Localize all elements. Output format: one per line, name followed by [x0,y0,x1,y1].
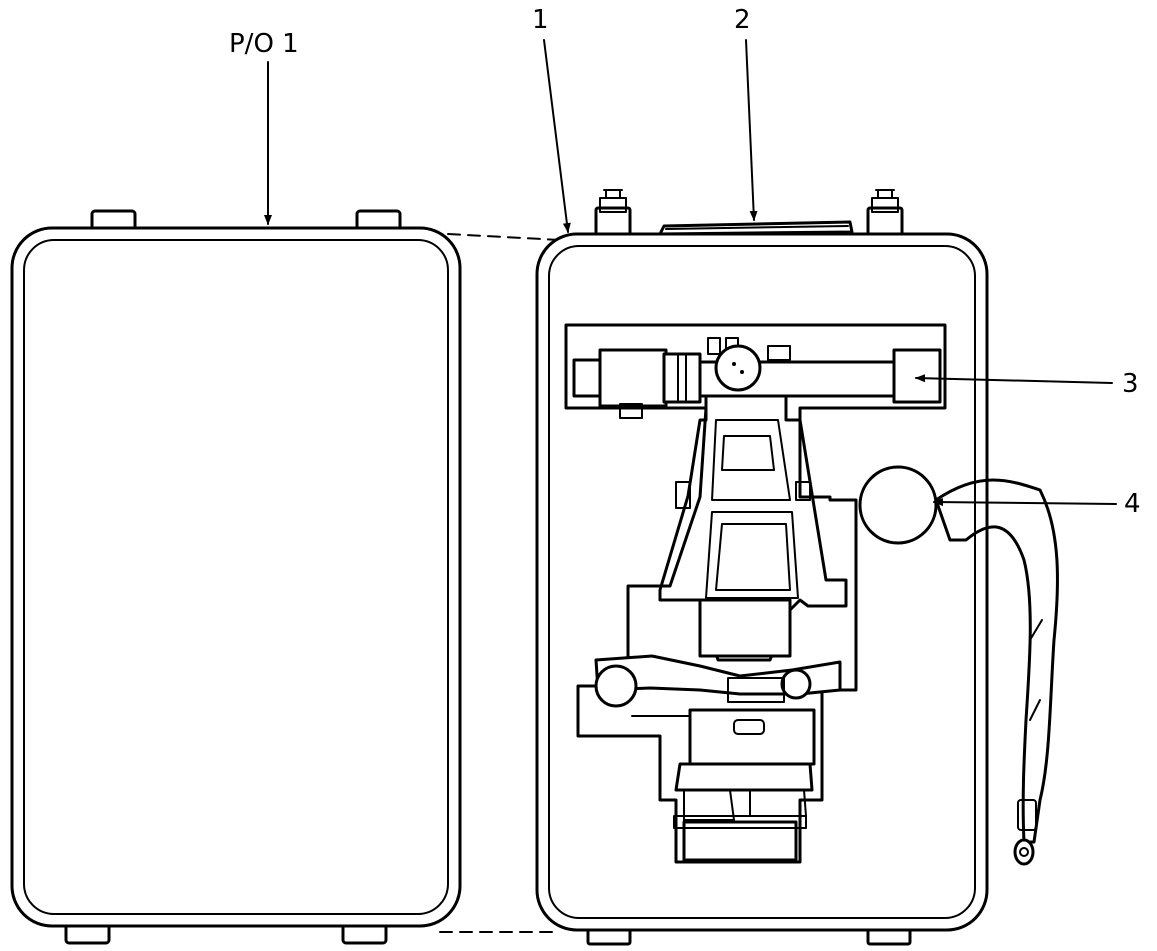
instrument-base [688,708,816,766]
callout-label-cap: 4 [1124,489,1141,519]
case-handle-strap [658,220,854,236]
surveying-instrument [572,337,942,862]
callout-cap: 4 [933,489,1141,519]
callout-label-lid: P/O 1 [229,29,299,59]
hinge-guide-lines [439,233,561,933]
telescope-objective [892,348,942,404]
callout-label-case: 1 [532,5,549,35]
callout-instrument: 3 [915,369,1139,399]
lens-cap [858,465,938,545]
cap-strap [934,478,1059,844]
horizontal-circle-plate [594,654,842,696]
telescope-body-rear [598,348,668,408]
vertical-circle-knob [714,344,762,392]
telescope-body [662,352,702,404]
latch-top-left [594,189,632,240]
leveling-screw-left [594,664,638,708]
callout-lid: P/O 1 [229,29,299,225]
callout-label-strap: 2 [734,5,751,35]
case-inner-edge [548,245,976,919]
case-lid [10,209,462,945]
latch-top-right [866,189,904,240]
telescope-eyepiece [572,358,604,398]
lid-inner-edge [23,239,449,915]
leveling-screw-right [780,668,812,700]
callout-label-instrument: 3 [1122,369,1139,399]
callout-strap: 2 [734,5,758,221]
lens-cap-with-strap [858,465,1059,866]
callout-case: 1 [532,5,571,233]
foam-cutout [564,323,947,864]
lid-outer-shell [10,226,462,928]
